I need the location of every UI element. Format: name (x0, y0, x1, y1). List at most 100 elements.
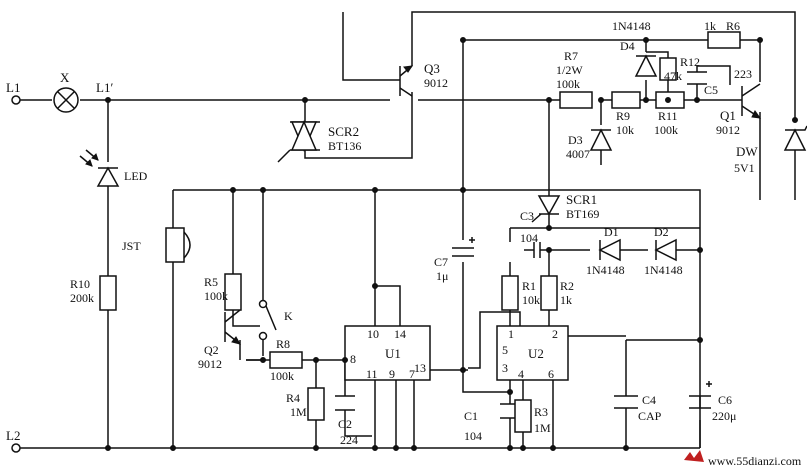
label-r7: R7 (564, 49, 578, 63)
label-u1-pin8: 8 (350, 352, 356, 366)
label-q3-value: 9012 (424, 76, 448, 90)
label-scr1: SCR1 (566, 192, 597, 207)
lamp-x (53, 87, 79, 113)
resistor-r4 (307, 387, 325, 421)
watermark: www.55dianzi.com (684, 450, 802, 468)
label-c5: C5 (704, 83, 718, 97)
label-d1-value: 1N4148 (586, 263, 625, 277)
label-c7: C7 (434, 255, 448, 269)
label-q2-value: 9012 (198, 357, 222, 371)
label-r6: R6 (726, 19, 740, 33)
label-q2: Q2 (204, 343, 219, 357)
resistor-r6 (707, 31, 741, 49)
label-q1-value: 9012 (716, 123, 740, 137)
label-d1: D1 (604, 225, 619, 239)
label-scr1-value: BT169 (566, 207, 599, 221)
capacitor-c4 (614, 395, 638, 409)
wires (20, 11, 796, 449)
label-c1-value: 104 (464, 429, 482, 443)
resistor-r2 (540, 275, 558, 311)
capacitor-c2 (335, 395, 355, 411)
diode-d2 (654, 238, 677, 262)
label-u1-pin14: 14 (394, 327, 406, 341)
label-r3-value: 1M (534, 421, 551, 435)
label-r3: R3 (534, 405, 548, 419)
label-u1: U1 (385, 346, 401, 361)
label-r10-value: 200k (70, 291, 94, 305)
labels: L1 X L1′ L2 LED R10 200k JST R5 100k K Q… (6, 19, 758, 447)
diode-d3 (589, 128, 613, 151)
label-r12: R12 (680, 55, 700, 69)
diode-d4 (634, 54, 658, 77)
label-d3-value: 4007 (566, 147, 590, 161)
label-c4: C4 (642, 393, 656, 407)
label-d2-value: 1N4148 (644, 263, 683, 277)
label-x: X (60, 70, 70, 85)
label-u2-pin5: 5 (502, 343, 508, 357)
watermark-text: www.55dianzi.com (708, 454, 802, 468)
label-d4-value: 1N4148 (612, 19, 651, 33)
label-c3: C3 (520, 209, 534, 223)
label-l1: L1 (6, 80, 20, 95)
diode-d1 (598, 238, 621, 262)
label-c2: C2 (338, 417, 352, 431)
label-u2-pin3: 3 (502, 361, 508, 375)
label-d2: D2 (654, 225, 669, 239)
resistor-r9 (611, 91, 641, 109)
label-u1-pin10: 10 (367, 327, 379, 341)
capacitor-c5 (687, 71, 707, 85)
label-r9-value: 10k (616, 123, 634, 137)
transistor-q1 (741, 83, 762, 119)
capacitor-c3 (533, 242, 541, 258)
label-led: LED (124, 169, 148, 183)
label-c1: C1 (464, 409, 478, 423)
label-r7-power: 1/2W (556, 63, 583, 77)
resistor-r7 (559, 91, 593, 109)
label-r4-value: 1M (290, 405, 307, 419)
switch-k (258, 299, 277, 341)
label-d3: D3 (568, 133, 583, 147)
resistor-r3 (514, 399, 532, 433)
resistor-r1 (501, 275, 519, 311)
scr-scr1 (531, 195, 561, 223)
label-r11: R11 (658, 109, 678, 123)
resistor-r8 (269, 351, 303, 369)
label-u2-pin4: 4 (518, 367, 524, 381)
label-c5-value: 223 (734, 67, 752, 81)
label-scr2-value: BT136 (328, 139, 361, 153)
label-dw-value: 5V1 (734, 161, 755, 175)
label-r1: R1 (522, 279, 536, 293)
label-q1: Q1 (720, 108, 736, 123)
label-u2-pin6: 6 (548, 367, 554, 381)
terminal-l2 (11, 443, 21, 453)
label-dw: DW (736, 144, 758, 159)
terminal-l1 (11, 95, 21, 105)
label-c6-value: 220μ (712, 409, 736, 423)
label-r4: R4 (286, 391, 300, 405)
led-icon (79, 149, 120, 187)
zener-dw (783, 125, 807, 200)
ic-u2 (496, 325, 569, 381)
label-q3: Q3 (424, 61, 440, 76)
capacitor-c6 (689, 381, 712, 409)
label-u2: U2 (528, 346, 544, 361)
capacitor-c7 (452, 237, 475, 257)
label-c2-value: 224 (340, 433, 358, 447)
buzzer-jst (165, 227, 191, 263)
triac-scr2 (277, 120, 320, 163)
label-u1-pin11: 11 (366, 367, 378, 381)
label-r2: R2 (560, 279, 574, 293)
label-r11-value: 100k (654, 123, 678, 137)
transistor-q2 (224, 309, 242, 345)
label-r2-value: 1k (560, 293, 572, 307)
label-r10: R10 (70, 277, 90, 291)
label-c6: C6 (718, 393, 732, 407)
label-u2-pin1: 1 (508, 327, 514, 341)
label-r9: R9 (616, 109, 630, 123)
label-r8-value: 100k (270, 369, 294, 383)
label-jst: JST (122, 239, 141, 253)
label-r1-value: 10k (522, 293, 540, 307)
label-u2-pin2: 2 (552, 327, 558, 341)
label-u1-pin13: 13 (414, 361, 426, 375)
resistor-r5 (224, 273, 242, 311)
